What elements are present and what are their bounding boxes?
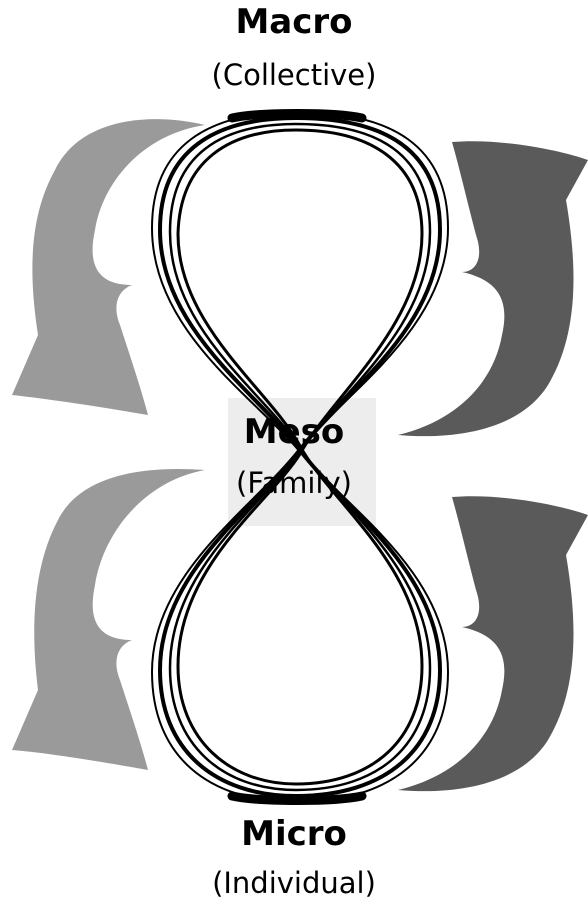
figure-eight-loop: [150, 109, 450, 805]
macro-title: Macro: [235, 2, 353, 42]
meso-title: Meso: [243, 412, 345, 452]
left-bottom-arrow-icon: [12, 468, 205, 770]
macro-subtitle: (Collective): [211, 58, 377, 92]
right-top-arrow-icon: [398, 141, 588, 437]
micro-subtitle: (Individual): [212, 866, 376, 900]
right-bottom-arrow-icon: [398, 496, 588, 792]
meso-subtitle: (Family): [236, 466, 352, 500]
left-top-arrow-icon: [12, 119, 205, 416]
micro-title: Micro: [241, 814, 347, 854]
